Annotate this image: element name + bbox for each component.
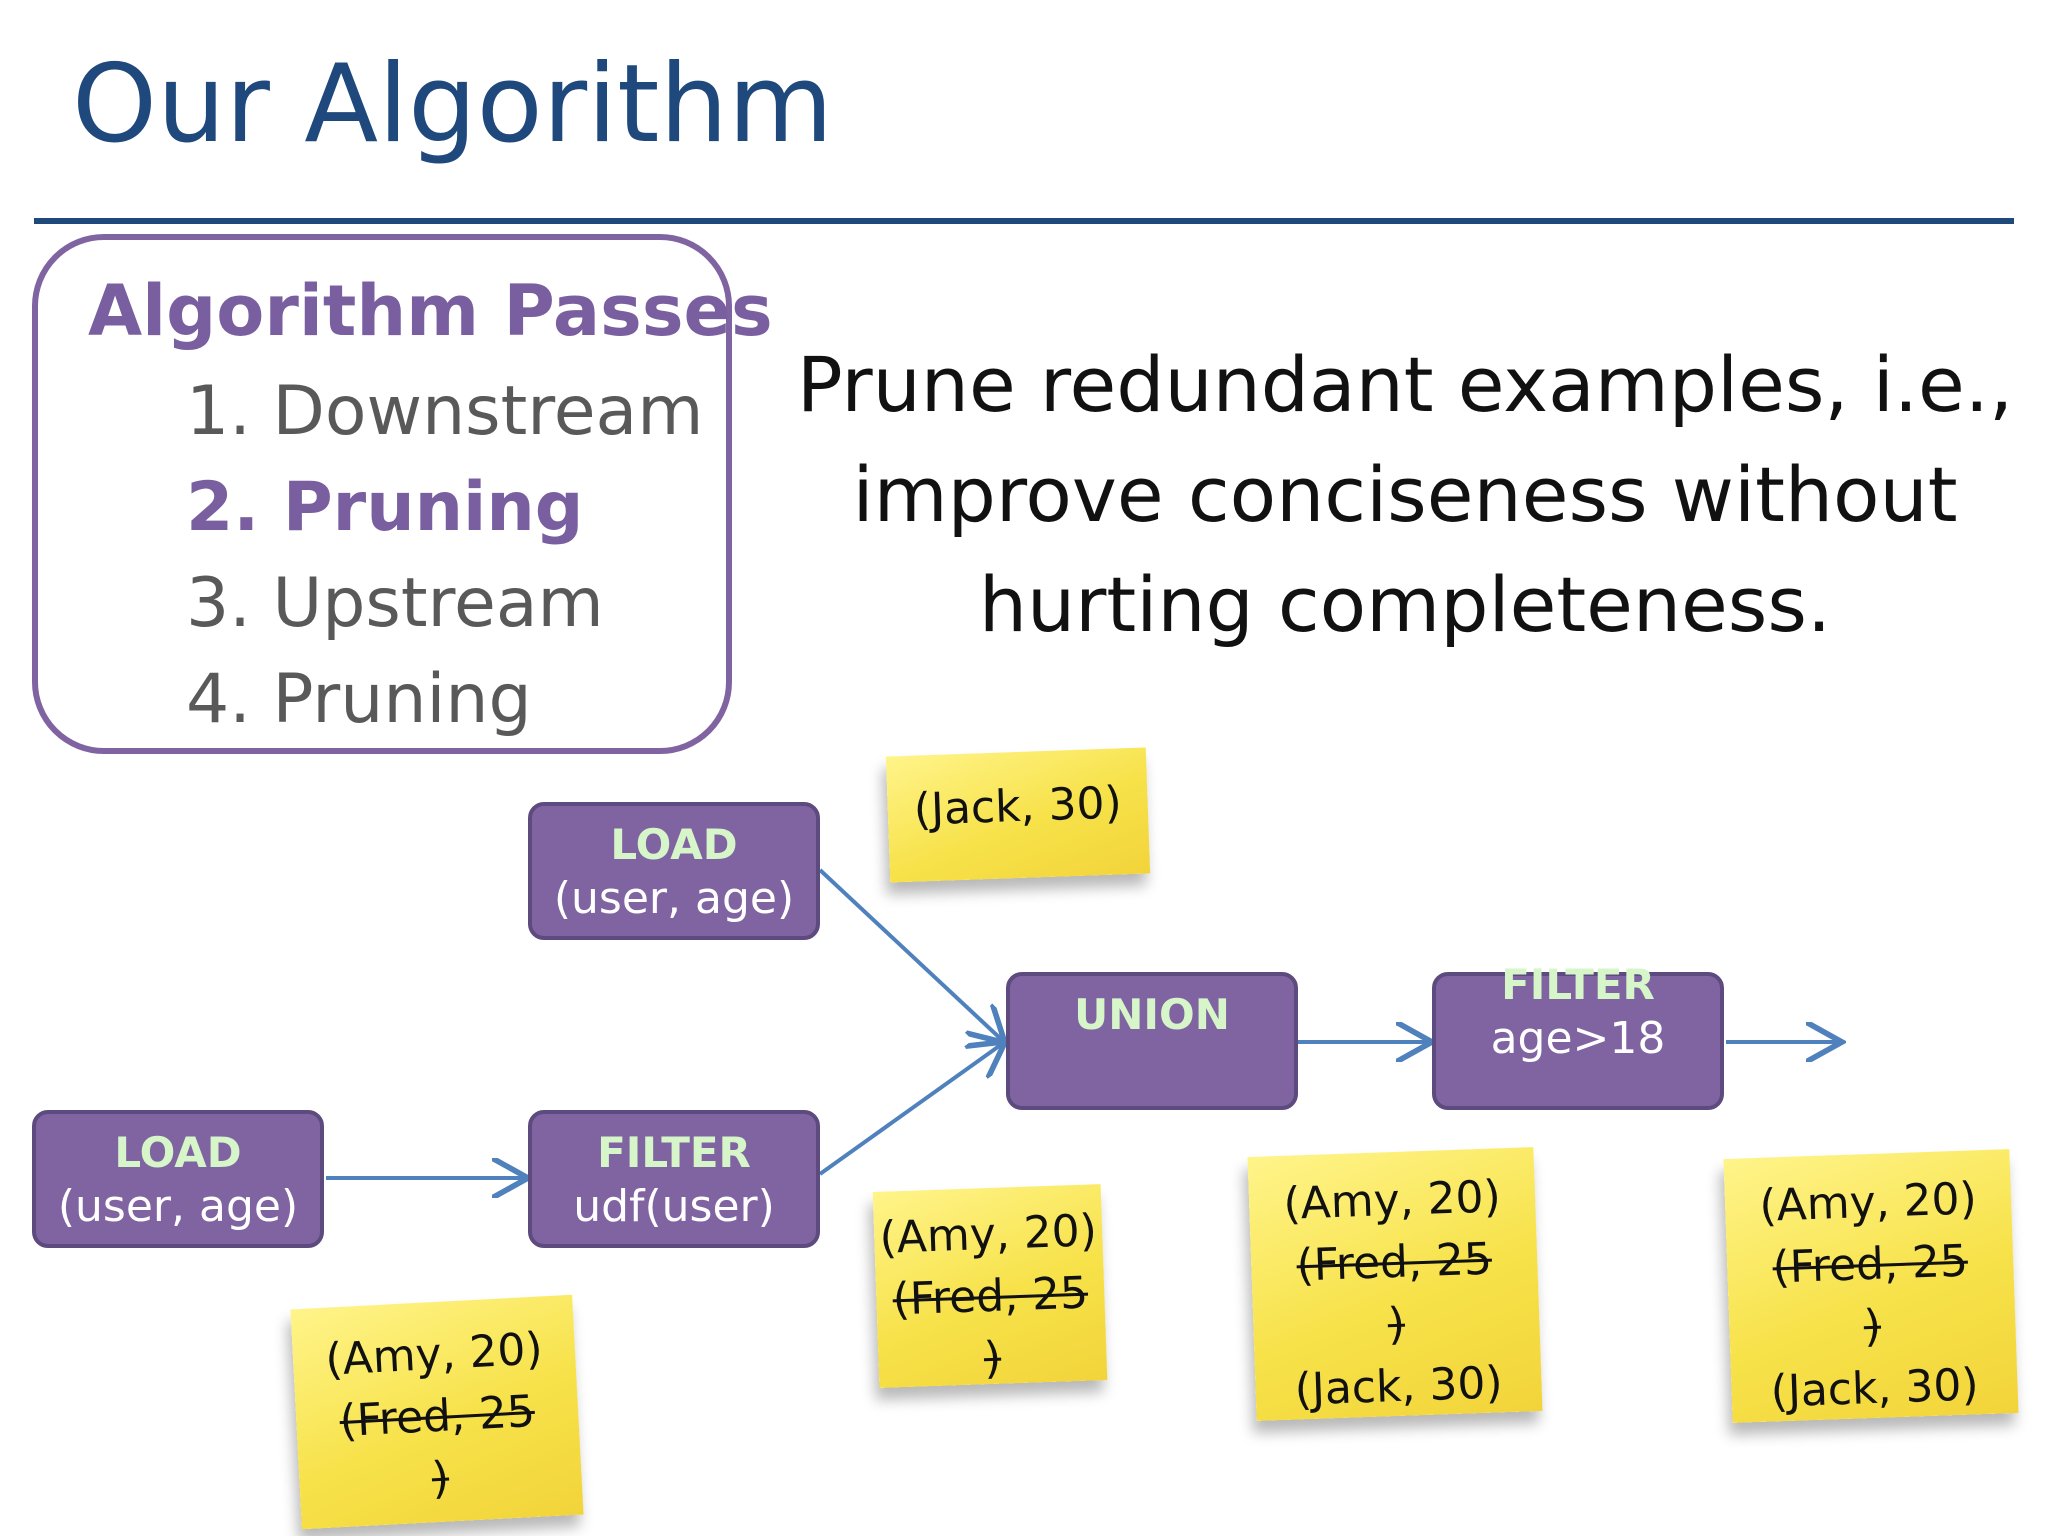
tuple-fred-struck: (Fred, 25: [891, 1267, 1089, 1326]
filter-udf-operator: FILTER udf(user): [528, 1110, 820, 1248]
operator-arg: age>18: [1490, 1013, 1666, 1064]
tuple-fred-struck-close: ): [983, 1332, 1002, 1385]
tuple-amy: (Amy, 20): [1758, 1173, 1978, 1232]
pass-item-pruning-active: 2. Pruning: [186, 468, 584, 547]
pruning-description: Prune redundant examples, i.e., improve …: [796, 340, 2014, 649]
pass-item-pruning: 4. Pruning: [186, 660, 532, 739]
load-operator-top: LOAD (user, age): [528, 802, 820, 940]
edge-load-top-to-union: [818, 868, 1002, 1040]
tuple-jack: (Jack, 30): [1769, 1359, 1980, 1418]
filter-age-operator: FILTER age>18: [1432, 960, 1724, 1110]
passes-list: 1. Downstream 2. Pruning 3. Upstream 4. …: [186, 364, 703, 748]
sticky-note-union: (Amy, 20) (Fred, 25 ) (Jack, 30): [1247, 1147, 1543, 1421]
tuple-fred-struck-close: ): [1862, 1300, 1882, 1353]
tuple-fred-struck-close: ): [1386, 1298, 1406, 1351]
union-operator: UNION: [1006, 972, 1298, 1110]
operator-arg: (user, age): [553, 873, 795, 924]
pass-item-downstream: 1. Downstream: [186, 372, 704, 451]
tuple-fred-struck: (Fred, 25: [1771, 1235, 1969, 1294]
pass-item-upstream: 3. Upstream: [186, 564, 604, 643]
passes-heading: Algorithm Passes: [88, 270, 773, 352]
operator-arg: udf(user): [573, 1181, 775, 1232]
load-operator-bottom: LOAD (user, age): [32, 1110, 324, 1248]
tuple-amy: (Amy, 20): [1282, 1171, 1502, 1230]
algorithm-passes-box: Algorithm Passes 1. Downstream 2. Prunin…: [32, 234, 773, 754]
tuple-fred-struck: (Fred, 25: [1295, 1233, 1493, 1292]
sticky-note-load-top: (Jack, 30): [885, 747, 1151, 883]
operator-name: FILTER: [597, 1128, 751, 1177]
tuple-jack: (Jack, 30): [1293, 1357, 1504, 1416]
operator-arg: (user, age): [57, 1181, 299, 1232]
sticky-note-output: (Amy, 20) (Fred, 25 ) (Jack, 30): [1723, 1149, 2019, 1423]
operator-name: UNION: [1074, 990, 1230, 1039]
sticky-note-load-bottom: (Amy, 20) (Fred, 25 ): [290, 1294, 584, 1530]
tuple-amy: (Amy, 20): [878, 1205, 1098, 1264]
sticky-note-filter-udf: (Amy, 20) (Fred, 25 ): [872, 1184, 1108, 1388]
tuple-jack: (Jack, 30): [912, 777, 1123, 836]
operator-name: LOAD: [610, 820, 738, 869]
slide-title: Our Algorithm: [72, 42, 834, 167]
edge-filter-to-union: [818, 1044, 1002, 1176]
operator-name: FILTER: [1501, 960, 1655, 1009]
title-divider: [34, 218, 2014, 224]
operator-name: LOAD: [114, 1128, 242, 1177]
